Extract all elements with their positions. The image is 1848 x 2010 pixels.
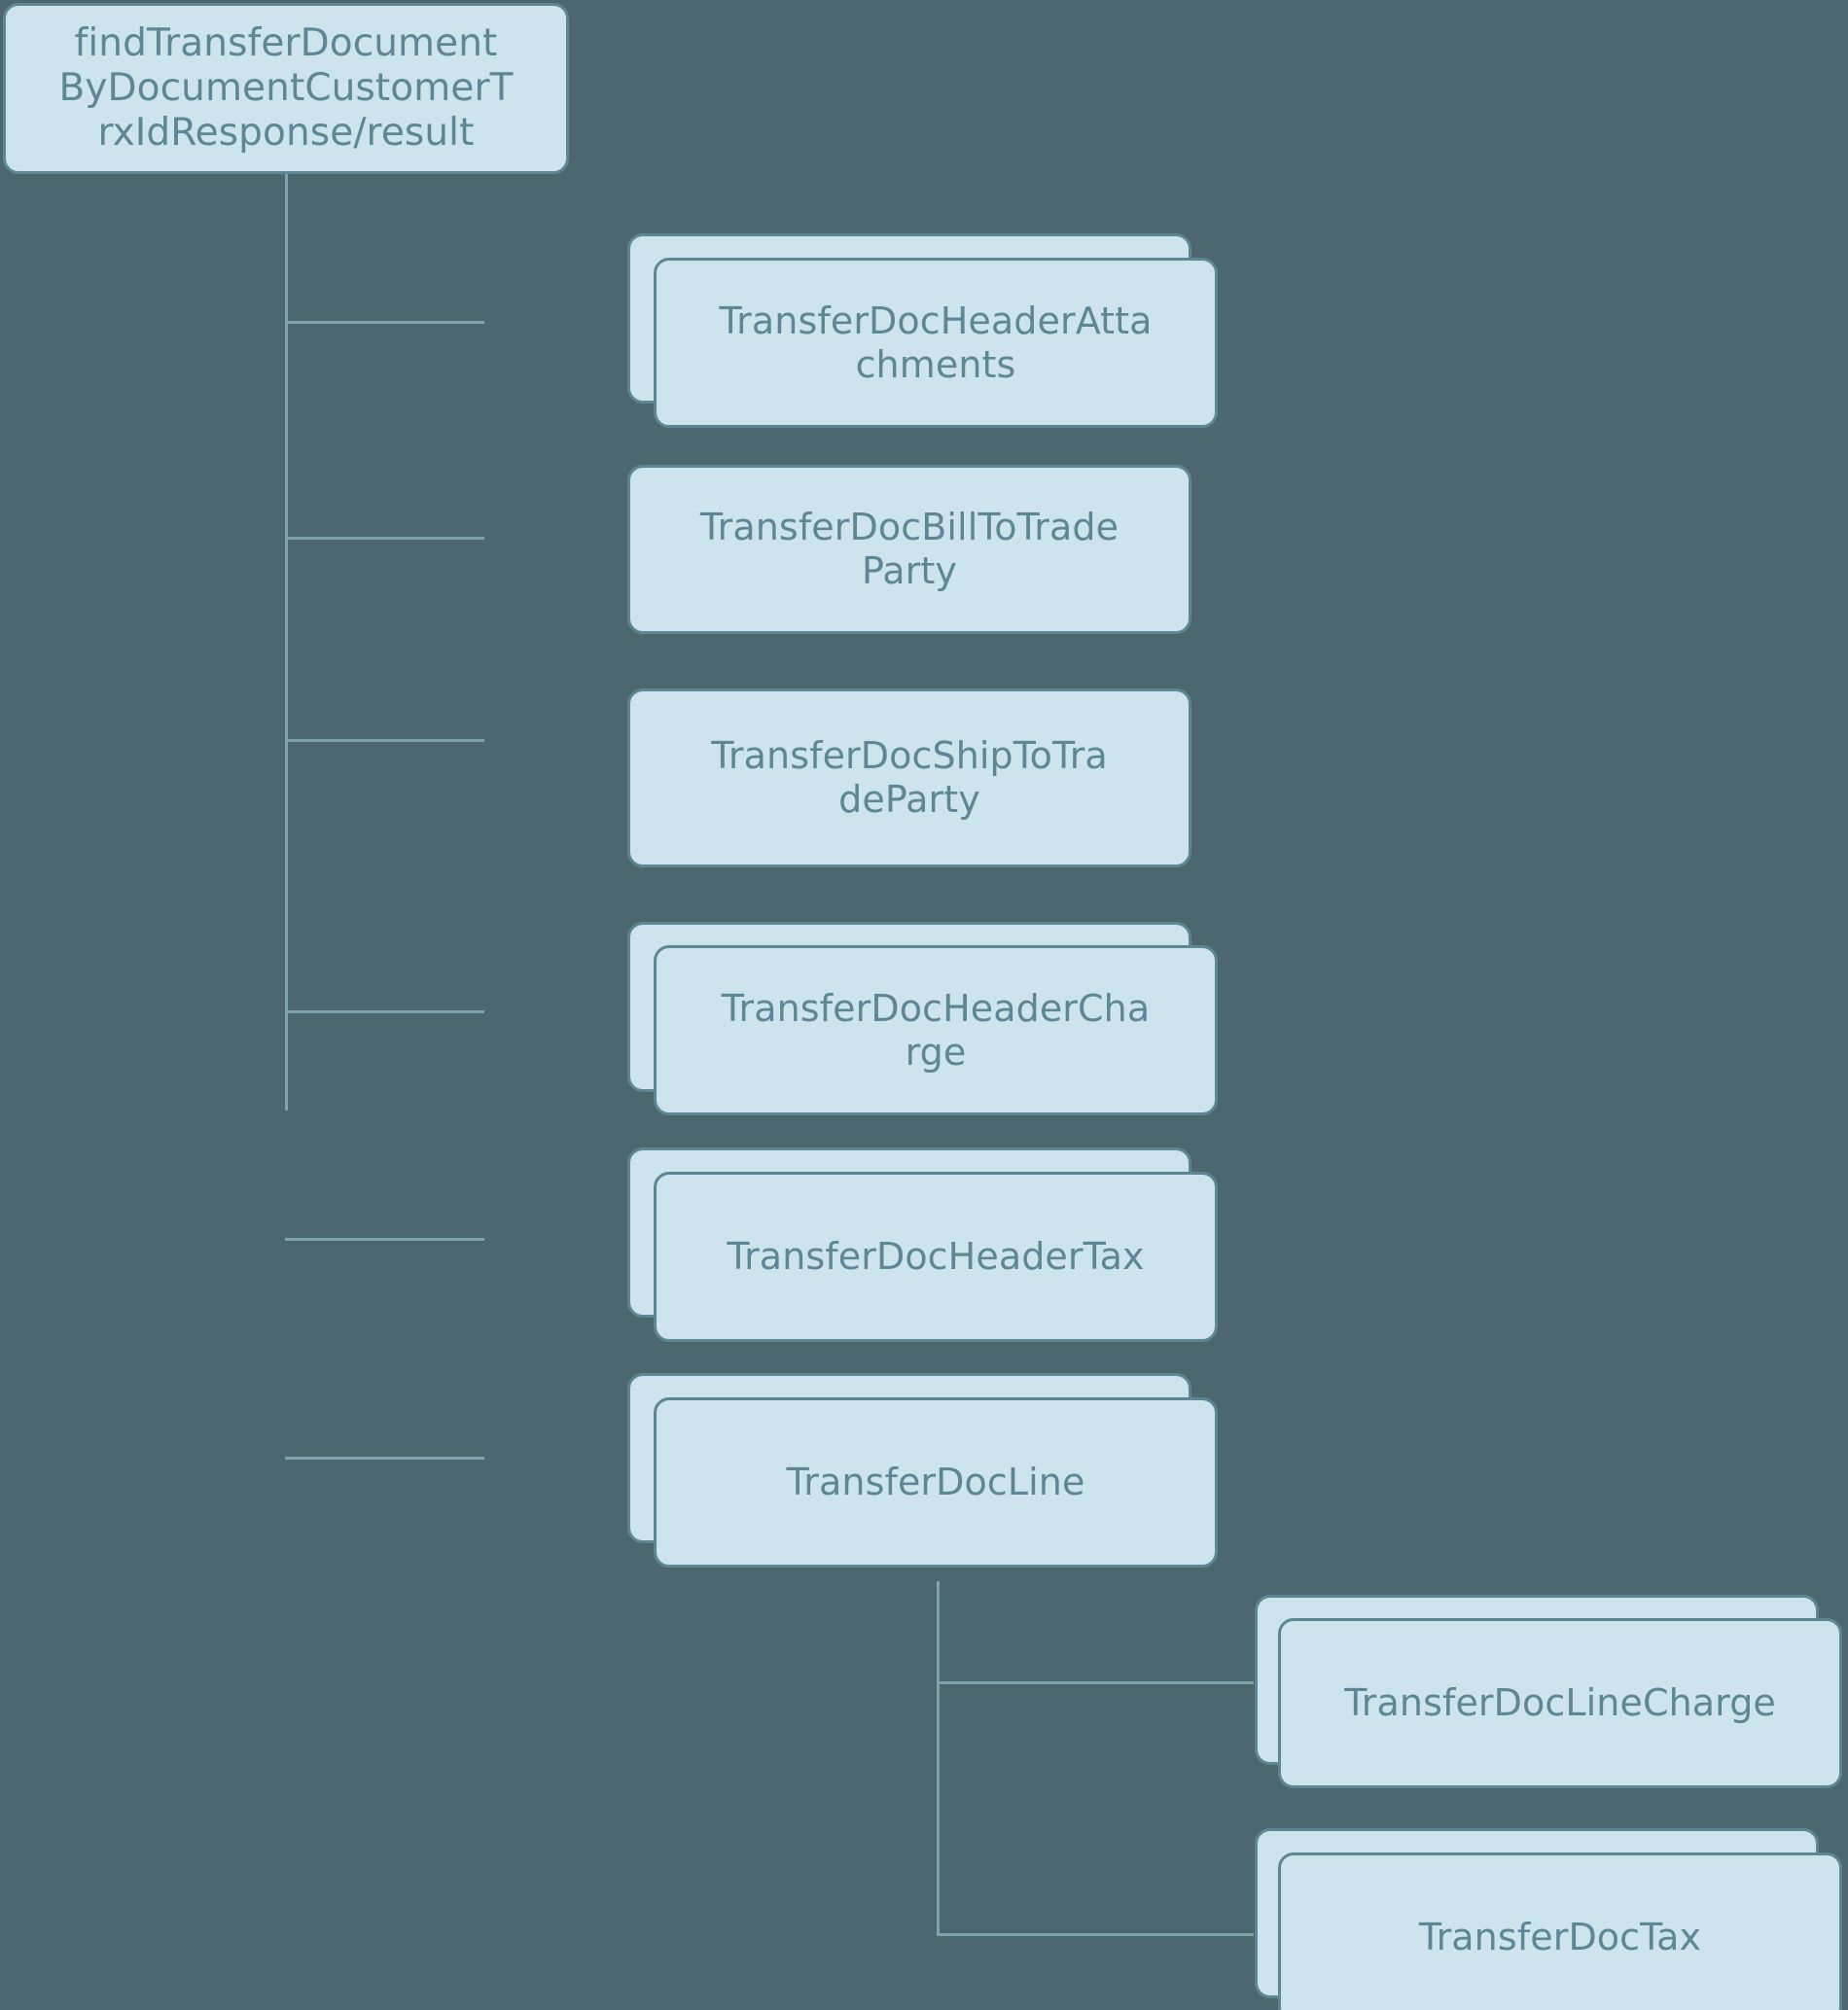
node-transfer-doc-bill-to-trade-party-label: TransferDocBillToTrade Party (699, 506, 1119, 592)
node-transfer-doc-tax[interactable]: TransferDocTax (1278, 1852, 1842, 2010)
node-transfer-doc-bill-to-trade-party[interactable]: TransferDocBillToTrade Party (627, 465, 1191, 634)
connector-doc-line-to-line-charge (937, 1681, 1254, 1684)
node-root-label: findTransferDocument ByDocumentCustomerT… (58, 20, 514, 155)
node-transfer-doc-header-tax[interactable]: TransferDocHeaderTax (654, 1172, 1218, 1342)
connector-root-trunk (285, 136, 288, 1111)
node-transfer-doc-header-charge[interactable]: TransferDocHeaderCha rge (654, 945, 1218, 1115)
node-transfer-doc-header-charge-label: TransferDocHeaderCha rge (721, 986, 1151, 1074)
connector-root-to-attachments (285, 321, 484, 324)
node-transfer-doc-line-charge[interactable]: TransferDocLineCharge (1278, 1618, 1842, 1788)
node-transfer-doc-header-tax-label: TransferDocHeaderTax (727, 1235, 1145, 1279)
node-transfer-doc-line-label: TransferDocLine (786, 1461, 1085, 1504)
node-transfer-doc-line-charge-label: TransferDocLineCharge (1344, 1681, 1776, 1725)
node-transfer-doc-ship-to-trade-party-label: TransferDocShipToTra deParty (711, 734, 1108, 821)
connector-root-to-bill-to-trade-party (285, 537, 484, 540)
node-transfer-doc-header-attachments[interactable]: TransferDocHeaderAtta chments (654, 258, 1218, 428)
connector-root-to-header-tax (285, 1238, 484, 1241)
node-transfer-doc-ship-to-trade-party[interactable]: TransferDocShipToTra deParty (627, 688, 1191, 867)
connector-root-to-doc-line (285, 1457, 484, 1460)
node-root[interactable]: findTransferDocument ByDocumentCustomerT… (3, 3, 569, 174)
connector-doc-line-trunk (937, 1581, 940, 1936)
connector-root-to-header-charge (285, 1010, 484, 1013)
node-transfer-doc-line[interactable]: TransferDocLine (654, 1397, 1218, 1568)
node-transfer-doc-header-attachments-label: TransferDocHeaderAtta chments (719, 299, 1153, 386)
connector-root-to-ship-to-trade-party (285, 739, 484, 742)
node-transfer-doc-tax-label: TransferDocTax (1418, 1916, 1702, 1959)
connector-doc-line-to-doc-tax (937, 1933, 1254, 1936)
